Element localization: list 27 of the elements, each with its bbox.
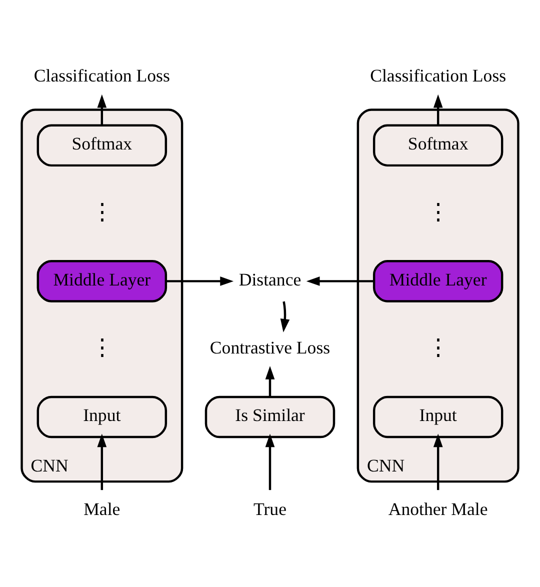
arrow: [97, 433, 107, 490]
arrow: [433, 94, 443, 125]
node-box: Is Similar: [204, 395, 336, 438]
label: ⋮: [90, 198, 113, 224]
node-text: Classification Loss: [370, 65, 506, 86]
node-text: Another Male: [388, 498, 488, 518]
node-box: Middle Layer: [372, 260, 504, 302]
arrow: [265, 366, 275, 396]
arrow: [166, 276, 234, 286]
arrow: [97, 94, 107, 125]
label: ⋮: [427, 198, 450, 224]
node-box: Input: [372, 395, 504, 438]
label: ⋮: [90, 334, 113, 360]
node-text: Distance: [238, 268, 302, 289]
node-text: True: [254, 498, 286, 518]
arrow: [280, 300, 290, 332]
arrow: [265, 433, 275, 490]
node-box: Input: [36, 395, 168, 438]
node-box: Middle Layer: [36, 260, 168, 302]
node-text: Male: [84, 498, 120, 518]
node-text: Classification Loss: [34, 65, 170, 86]
node-text: Contrastive Loss: [210, 336, 330, 357]
node-box: Softmax: [36, 124, 168, 166]
arrow: [306, 276, 374, 286]
label: ⋮: [427, 334, 450, 360]
node-box: Softmax: [372, 124, 504, 166]
arrow: [433, 433, 443, 490]
